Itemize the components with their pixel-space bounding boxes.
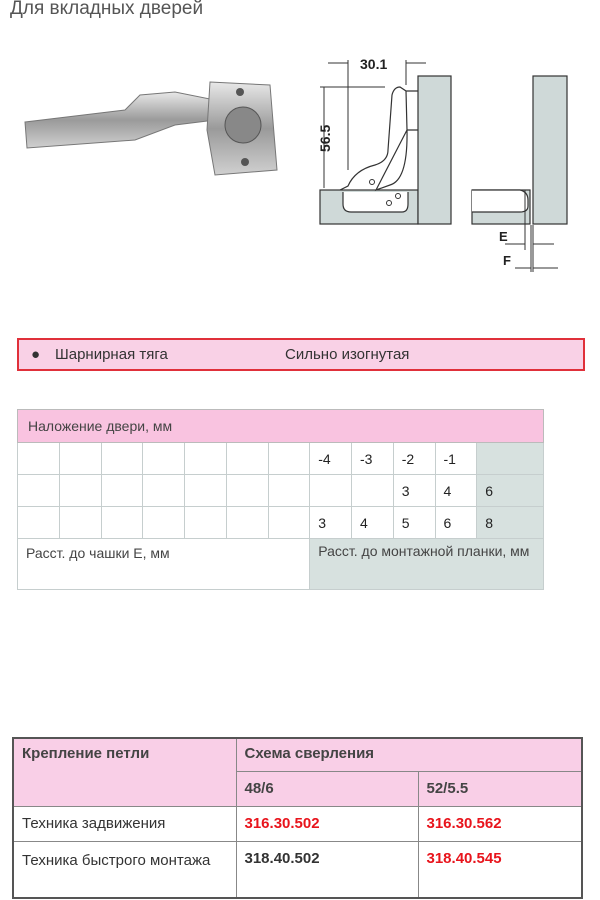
row-label: Техника быстрого монтажа xyxy=(12,840,237,899)
dim-width: 30.1 xyxy=(360,56,387,72)
article-number[interactable]: 316.30.502 xyxy=(235,805,419,842)
cell: -4 xyxy=(309,442,352,475)
cell: 6 xyxy=(434,506,478,539)
row-label: Техника задвижения xyxy=(12,805,237,842)
cell: 4 xyxy=(351,506,394,539)
cell: 3 xyxy=(309,506,352,539)
cell xyxy=(351,474,394,507)
col-mounting: Крепление петли xyxy=(12,737,237,807)
sub-52-5.5: 52/5.5 xyxy=(417,770,583,807)
col-drilling: Схема сверления xyxy=(235,737,583,772)
cell: 8 xyxy=(476,506,544,539)
door-left xyxy=(417,75,452,225)
label-e: E xyxy=(499,229,508,244)
feature-name: Шарнирная тяга xyxy=(55,346,168,363)
dim-height: 56.5 xyxy=(317,125,333,152)
cell: 5 xyxy=(392,506,436,539)
bullet: ● xyxy=(31,346,41,363)
cell: -3 xyxy=(351,442,394,475)
article-number[interactable]: 318.40.502 xyxy=(235,840,419,899)
feature-value: Сильно изогнутая xyxy=(285,346,410,363)
cell: 4 xyxy=(434,474,478,507)
cell: 3 xyxy=(392,474,436,507)
page-title: Для вкладных дверей xyxy=(10,0,204,19)
feature-box: ● Шарнирная тяга Сильно изогнутая xyxy=(17,338,585,371)
cell xyxy=(309,474,352,507)
footer-left: Расст. до чашки E, мм xyxy=(16,538,311,590)
door-right xyxy=(532,75,568,225)
hinge-photo xyxy=(24,81,278,176)
cell: -2 xyxy=(392,442,436,475)
order-table: Крепление петли Схема сверления 48/6 52/… xyxy=(12,737,583,899)
hinge-dimension-diagram: 30.1 56.5 E F xyxy=(317,56,568,272)
article-number[interactable]: 318.40.545 xyxy=(417,840,583,899)
article-number[interactable]: 316.30.562 xyxy=(417,805,583,842)
overlay-header: Наложение двери, мм xyxy=(17,409,544,443)
footer-right: Расст. до монтажной планки, мм xyxy=(309,538,544,590)
cell: -1 xyxy=(434,442,478,475)
sub-48-6: 48/6 xyxy=(235,770,419,807)
cell: 6 xyxy=(476,474,544,507)
label-f: F xyxy=(503,253,511,268)
